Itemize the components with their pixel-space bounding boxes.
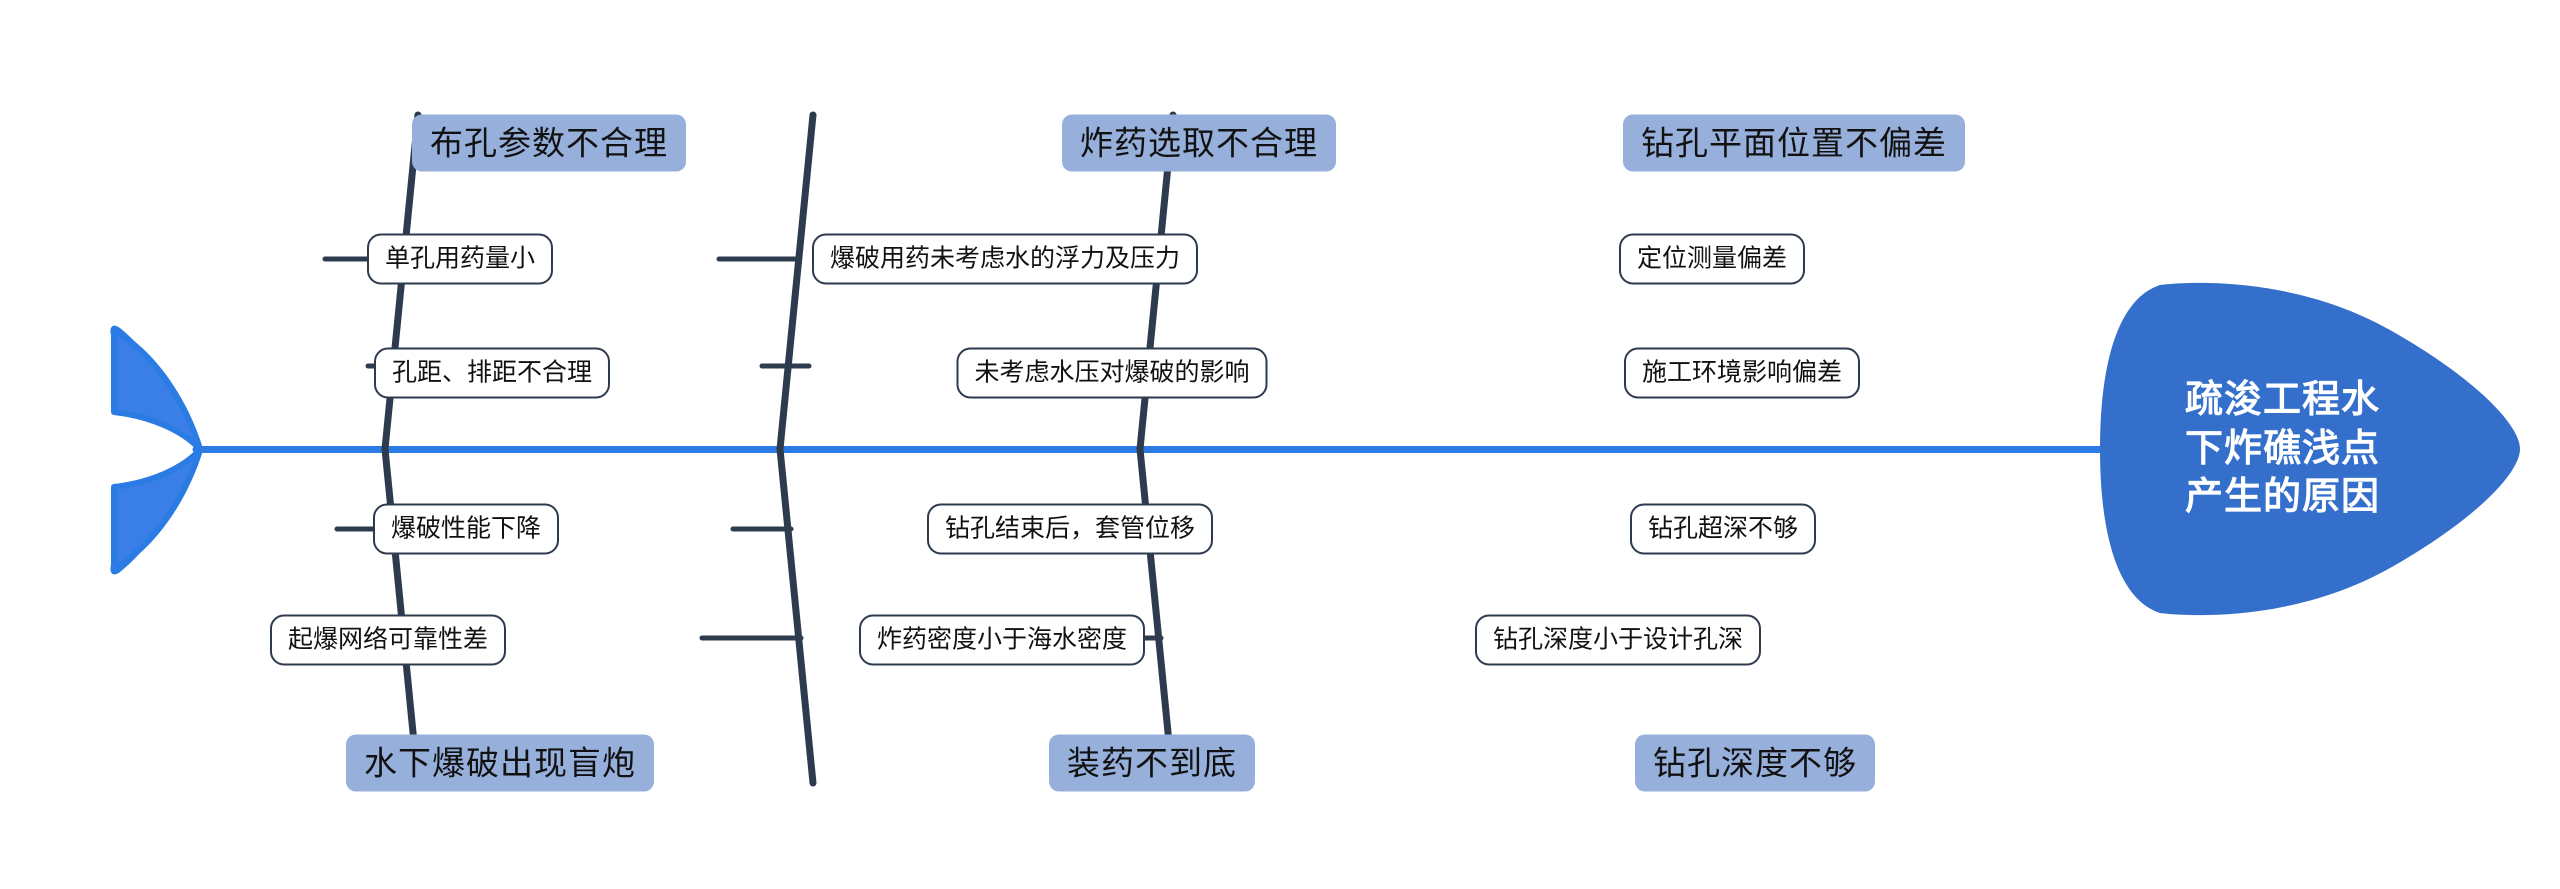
cause-box-bottom-2-a[interactable]: 钻孔结束后，套管位移	[926, 503, 1214, 555]
category-label-bottom-1[interactable]: 水下爆破出现盲炮	[346, 734, 654, 792]
fish-tail-icon	[110, 325, 198, 575]
fish-tail-upper-leaf	[111, 328, 203, 452]
cause-box-bottom-1-a[interactable]: 爆破性能下降	[372, 503, 560, 555]
category-label-top-3[interactable]: 钻孔平面位置不偏差	[1623, 114, 1965, 172]
fish-tail-shape	[113, 330, 199, 449]
category-label-bottom-3[interactable]: 钻孔深度不够	[1635, 734, 1875, 792]
major-bone-top-2	[776, 111, 817, 453]
cause-box-top-3-a[interactable]: 定位测量偏差	[1618, 233, 1806, 285]
major-bone-bottom-2	[776, 445, 817, 787]
cause-box-top-1-a[interactable]: 单孔用药量小	[366, 233, 554, 285]
cause-box-bottom-3-b[interactable]: 钻孔深度小于设计孔深	[1474, 614, 1762, 666]
fish-tail-lower-leaf	[111, 447, 203, 571]
cause-box-bottom-2-b[interactable]: 炸药密度小于海水密度	[858, 614, 1146, 666]
cause-box-top-2-a[interactable]: 爆破用药未考虑水的浮力及压力	[811, 233, 1199, 285]
category-label-top-1[interactable]: 布孔参数不合理	[412, 114, 686, 172]
cause-box-top-2-b[interactable]: 未考虑水压对爆破的影响	[956, 347, 1268, 399]
category-label-top-2[interactable]: 炸药选取不合理	[1062, 114, 1336, 172]
cause-box-top-1-b[interactable]: 孔距、排距不合理	[373, 347, 611, 399]
category-label-bottom-2[interactable]: 装药不到底	[1049, 734, 1255, 792]
fishbone-effect-title: 疏浚工程水 下炸礁浅点 产生的原因	[2185, 379, 2381, 519]
cause-box-bottom-1-b[interactable]: 起爆网络可靠性差	[269, 614, 507, 666]
cause-box-top-3-b[interactable]: 施工环境影响偏差	[1623, 347, 1861, 399]
major-bone-bottom-3	[1136, 445, 1177, 787]
cause-box-bottom-3-a[interactable]: 钻孔超深不够	[1629, 503, 1817, 555]
